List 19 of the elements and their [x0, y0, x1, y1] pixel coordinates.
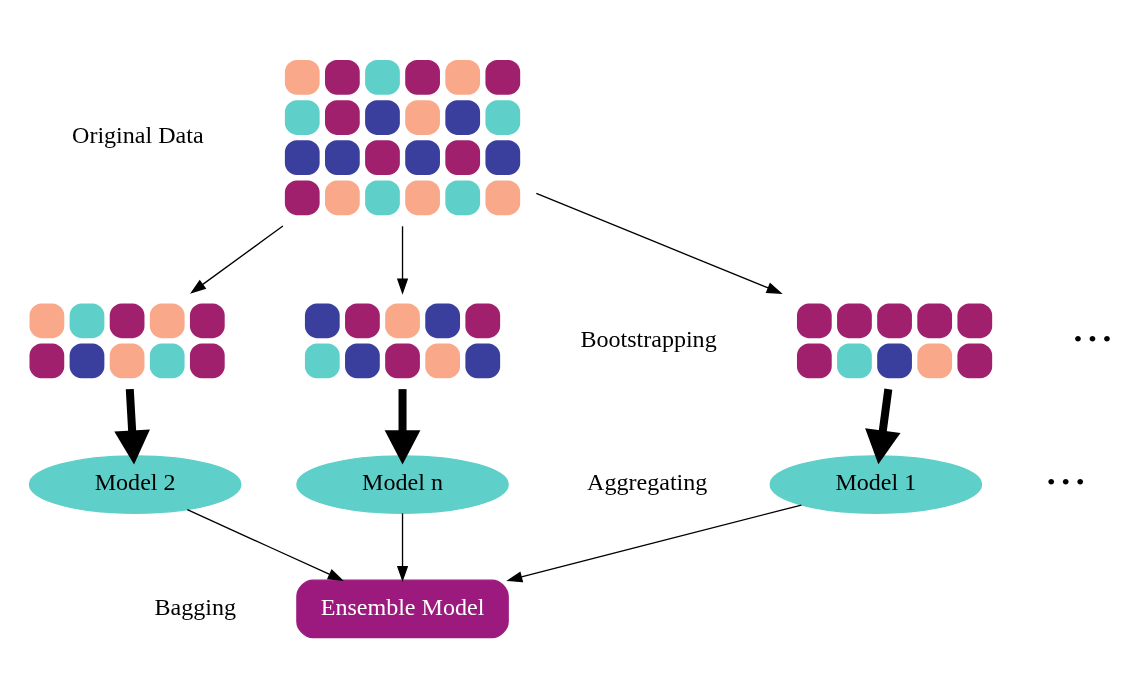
arrow — [506, 504, 803, 583]
node-ellipse: Model 2 — [28, 455, 242, 514]
label: • • • — [1073, 325, 1112, 352]
arrow — [190, 225, 284, 294]
arrow — [865, 388, 901, 465]
label: Bagging — [154, 593, 237, 620]
label: Original Data — [72, 122, 204, 149]
arrow — [186, 508, 344, 581]
label: Aggregating — [587, 469, 708, 496]
node-box: Ensemble Model — [296, 579, 509, 639]
label: • • • — [1047, 469, 1085, 496]
arrow — [535, 192, 783, 294]
arrow — [384, 389, 421, 465]
label: Bootstrapping — [580, 325, 717, 352]
node-ellipse: Model n — [296, 455, 509, 514]
arrow — [114, 388, 150, 465]
arrow — [396, 512, 409, 583]
arrow — [396, 225, 409, 295]
node-ellipse: Model 1 — [769, 455, 983, 514]
